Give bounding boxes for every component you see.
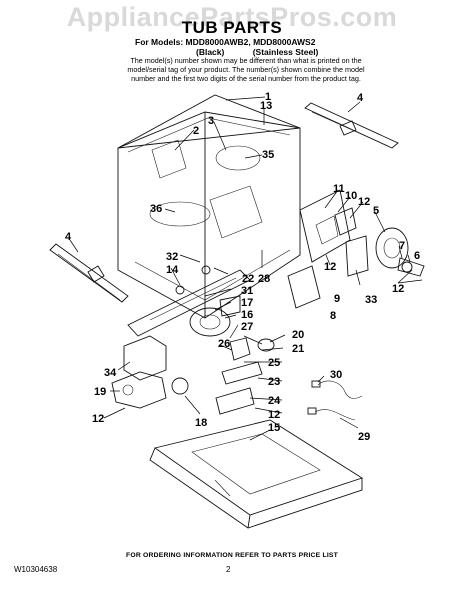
callout-19: 19 bbox=[94, 386, 106, 398]
callout-18: 18 bbox=[195, 417, 207, 429]
callout-26: 26 bbox=[218, 338, 230, 350]
callout-7: 7 bbox=[399, 240, 405, 252]
tub-rail-right bbox=[304, 102, 399, 149]
callout-35: 35 bbox=[262, 149, 274, 161]
callout-23: 23 bbox=[268, 376, 280, 388]
callout-2: 2 bbox=[193, 125, 199, 137]
callout-17: 17 bbox=[241, 297, 253, 309]
callout-20: 20 bbox=[292, 329, 304, 341]
callout-30: 30 bbox=[330, 369, 342, 381]
callout-10: 10 bbox=[345, 190, 357, 202]
callout-28: 28 bbox=[258, 273, 270, 285]
leader-lines bbox=[69, 96, 423, 441]
callout-29: 29 bbox=[358, 431, 370, 443]
callout-31: 31 bbox=[241, 285, 253, 297]
callout-34: 34 bbox=[104, 367, 117, 379]
pump-housing-14 bbox=[127, 265, 251, 337]
tub-rail-left bbox=[49, 243, 129, 303]
callout-6: 6 bbox=[414, 250, 420, 262]
callout-16: 16 bbox=[241, 309, 253, 321]
callout-5: 5 bbox=[373, 205, 379, 217]
base-assembly-15 bbox=[149, 419, 364, 529]
callout-24: 24 bbox=[268, 395, 281, 407]
sump-cover-34 bbox=[123, 335, 167, 381]
callout-27: 27 bbox=[241, 321, 253, 333]
model-note: The model(s) number shown may be differe… bbox=[127, 56, 365, 83]
callout-22: 22 bbox=[242, 273, 254, 285]
watermark: AppliancePartsPros.com bbox=[66, 2, 398, 32]
callout-9: 9 bbox=[334, 293, 340, 305]
callout-12-left: 12 bbox=[92, 413, 104, 425]
models-line: For Models: MDD8000AWB2, MDD8000AWS2 bbox=[135, 37, 316, 47]
callout-12-mid: 12 bbox=[324, 261, 336, 273]
heater-fan-assembly bbox=[375, 227, 425, 277]
callout-14: 14 bbox=[166, 264, 179, 276]
vent-assembly bbox=[299, 189, 357, 263]
ordering-footer: FOR ORDERING INFORMATION REFER TO PARTS … bbox=[125, 552, 339, 559]
callout-36: 36 bbox=[150, 203, 162, 215]
page-title: TUB PARTS bbox=[181, 18, 283, 37]
document-id: W10304638 bbox=[14, 565, 58, 574]
callout-15: 15 bbox=[268, 422, 280, 434]
callout-8: 8 bbox=[330, 310, 336, 322]
wire-harness-30-29 bbox=[307, 380, 363, 421]
variant-black: (Black) bbox=[196, 47, 225, 57]
callout-4-right: 4 bbox=[357, 92, 364, 104]
callout-11: 11 bbox=[333, 183, 345, 195]
callout-3: 3 bbox=[208, 115, 214, 127]
page-number: 2 bbox=[226, 565, 231, 574]
valve-parts bbox=[215, 335, 275, 415]
variant-stainless: (Stainless Steel) bbox=[252, 47, 319, 57]
callout-33: 33 bbox=[365, 294, 377, 306]
callout-21: 21 bbox=[292, 343, 304, 355]
callout-13: 13 bbox=[260, 100, 272, 112]
callout-labels: 1 13 3 2 4 35 36 11 10 12 5 7 6 12 33 12… bbox=[65, 91, 420, 443]
callout-4-left: 4 bbox=[65, 231, 72, 243]
model-variants: (Black) (Stainless Steel) bbox=[196, 47, 318, 57]
callout-32: 32 bbox=[166, 251, 178, 263]
pump-motor-16 bbox=[189, 295, 241, 337]
drain-pump-19 bbox=[111, 371, 189, 409]
callout-25: 25 bbox=[268, 357, 280, 369]
callout-12-right: 12 bbox=[392, 283, 404, 295]
tub-assembly bbox=[117, 94, 301, 319]
callout-1: 1 bbox=[265, 91, 271, 103]
callout-12-upper: 12 bbox=[358, 196, 370, 208]
callout-12-lower: 12 bbox=[268, 409, 280, 421]
bracket-9-8 bbox=[287, 235, 369, 309]
